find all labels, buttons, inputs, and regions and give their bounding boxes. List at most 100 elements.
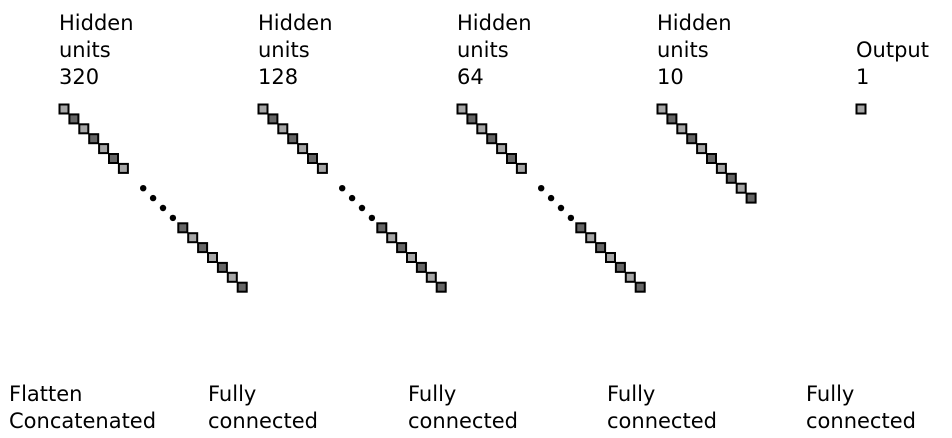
layer-2-footer-line-2: connected	[208, 409, 318, 433]
unit-square	[88, 133, 100, 145]
unit-square	[466, 113, 478, 125]
unit-square	[735, 182, 747, 194]
unit-square	[435, 281, 447, 293]
unit-square	[696, 143, 708, 155]
unit-square	[614, 261, 626, 273]
unit-square	[855, 103, 867, 115]
layer-2-header-line-3: 128	[258, 65, 298, 89]
layer-2-footer-line-1: Fully	[208, 382, 256, 406]
unit-square	[506, 153, 517, 164]
unit-square	[595, 242, 607, 254]
layer-5-output: Output 1 Fully connected	[806, 38, 929, 433]
ellipsis-dot	[368, 214, 376, 222]
unit-square	[177, 222, 189, 234]
layer-5-footer-line-2: connected	[806, 409, 916, 433]
layer-3-units	[456, 103, 646, 293]
unit-square	[725, 172, 737, 184]
unit-square	[706, 153, 717, 164]
unit-square	[585, 232, 597, 244]
layer-1-header-line-2: units	[59, 38, 111, 62]
layer-1-footer-line-2: Concatenated	[9, 409, 156, 433]
layer-5-footer-line-1: Fully	[806, 382, 854, 406]
unit-square	[257, 103, 269, 115]
unit-square	[686, 133, 698, 145]
layer-3-header-line-2: units	[457, 38, 509, 62]
unit-square	[78, 123, 90, 135]
unit-square	[108, 153, 119, 164]
layer-4-header-line-2: units	[657, 38, 709, 62]
layer-1-header-line-3: 320	[59, 65, 99, 89]
layer-5-units	[855, 103, 867, 115]
layer-2-header-line-2: units	[258, 38, 310, 62]
unit-square	[316, 162, 328, 174]
unit-square	[236, 281, 248, 293]
layer-3: Hidden units 64 Fully connected	[408, 11, 646, 433]
layer-2: Hidden units 128 Fully connected	[208, 11, 447, 433]
unit-square	[515, 162, 527, 174]
unit-square	[666, 113, 678, 125]
ellipsis-dot	[538, 185, 545, 192]
layer-2-units	[257, 103, 447, 293]
unit-square	[396, 242, 408, 254]
unit-square	[117, 162, 129, 174]
unit-square	[745, 192, 757, 204]
unit-square	[425, 271, 437, 283]
unit-square	[307, 153, 318, 164]
unit-square	[605, 252, 616, 263]
unit-square	[415, 261, 427, 273]
ellipsis-dot	[567, 214, 575, 222]
unit-square	[715, 162, 727, 174]
unit-square	[406, 252, 417, 263]
ellipsis-dot	[547, 194, 555, 202]
ellipsis-dot	[169, 214, 177, 222]
ellipsis-dot	[339, 185, 346, 192]
layer-3-header-line-3: 64	[457, 65, 484, 89]
unit-square	[207, 252, 218, 263]
layer-5-header-line-1: Output	[856, 38, 929, 62]
ellipsis-dot	[358, 204, 366, 212]
layer-4: Hidden units 10 Fully connected	[607, 11, 757, 433]
unit-square	[297, 143, 309, 155]
unit-square	[68, 113, 80, 125]
unit-square	[287, 133, 299, 145]
unit-square	[656, 103, 668, 115]
unit-square	[456, 103, 468, 115]
layer-3-footer-line-2: connected	[408, 409, 518, 433]
ellipsis-dot	[557, 204, 565, 212]
layer-1-units	[58, 103, 248, 293]
unit-square	[226, 271, 238, 283]
layer-4-footer-line-1: Fully	[607, 382, 655, 406]
unit-square	[575, 222, 587, 234]
layer-1-header-line-1: Hidden	[59, 11, 134, 35]
unit-square	[277, 123, 289, 135]
unit-square	[486, 133, 498, 145]
layer-4-header-line-3: 10	[657, 65, 684, 89]
layer-1: Hidden units 320 Flatten Concatenated	[9, 11, 248, 433]
unit-square	[216, 261, 228, 273]
layer-5-header-line-2: 1	[856, 65, 869, 89]
unit-square	[496, 143, 508, 155]
ellipsis-dot	[140, 185, 147, 192]
unit-square	[634, 281, 646, 293]
layer-4-units	[656, 103, 757, 204]
layer-2-header-line-1: Hidden	[258, 11, 333, 35]
ellipsis-dot	[159, 204, 167, 212]
unit-square	[58, 103, 70, 115]
layer-4-footer-line-2: connected	[607, 409, 717, 433]
layer-4-header-line-1: Hidden	[657, 11, 732, 35]
layer-3-header-line-1: Hidden	[457, 11, 532, 35]
unit-square	[676, 123, 688, 135]
unit-square	[267, 113, 279, 125]
unit-square	[476, 123, 488, 135]
unit-square	[98, 143, 110, 155]
unit-square	[376, 222, 388, 234]
unit-square	[197, 242, 209, 254]
unit-square	[624, 271, 636, 283]
ellipsis-dot	[149, 194, 157, 202]
ellipsis-dot	[348, 194, 356, 202]
unit-square	[187, 232, 199, 244]
unit-square	[386, 232, 398, 244]
layer-3-footer-line-1: Fully	[408, 382, 456, 406]
layer-1-footer-line-1: Flatten	[9, 382, 82, 406]
